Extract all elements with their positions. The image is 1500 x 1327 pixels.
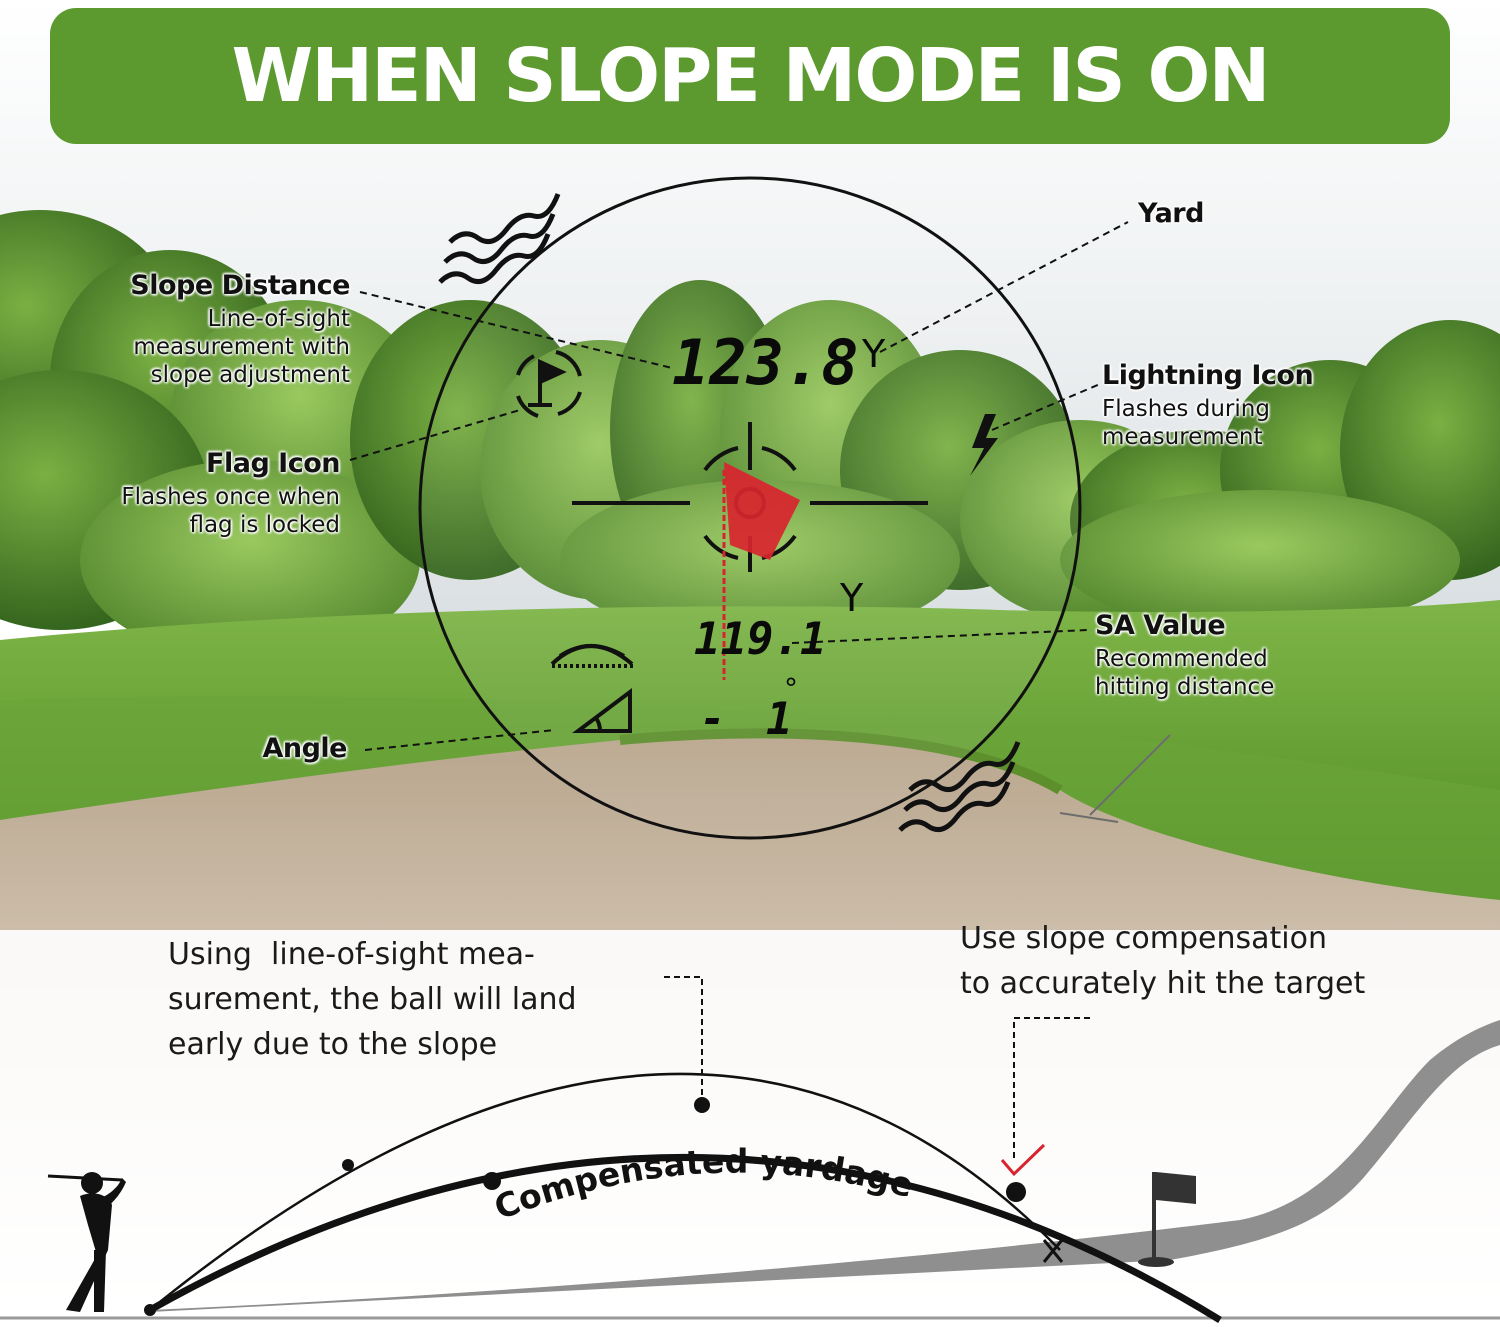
flag-lock-icon bbox=[516, 350, 582, 418]
leader-lines bbox=[349, 221, 1129, 751]
lightning-icon bbox=[970, 414, 998, 476]
slope-distance-unit: Y bbox=[862, 332, 886, 376]
rake bbox=[1059, 734, 1171, 823]
slope-distance-callout: Slope Distance Line-of-sight measurement… bbox=[130, 270, 350, 389]
target-flag bbox=[722, 462, 800, 680]
sa-value-desc: Recommended hitting distance bbox=[1095, 646, 1275, 700]
slope-distance-desc: Line-of-sight measurement with slope adj… bbox=[133, 306, 350, 388]
yard-callout: Yard bbox=[1138, 198, 1204, 230]
title-banner: WHEN SLOPE MODE IS ON bbox=[50, 8, 1450, 144]
hole-flag-icon bbox=[1138, 1172, 1196, 1267]
sa-value-title: SA Value bbox=[1095, 610, 1226, 641]
slope-icon bbox=[550, 644, 634, 668]
line-of-sight-note: Using line-of-sight mea- surement, the b… bbox=[168, 937, 577, 1062]
page-title: WHEN SLOPE MODE IS ON bbox=[231, 33, 1271, 119]
lightning-icon-callout: Lightning Icon Flashes during measuremen… bbox=[1102, 360, 1314, 452]
sa-value-readout: 119.1 bbox=[694, 614, 827, 665]
wind-icon bbox=[438, 193, 1021, 833]
angle-icon bbox=[572, 688, 632, 733]
check-icon bbox=[1000, 1143, 1046, 1177]
slope-distance-readout: 123.8 bbox=[672, 326, 859, 399]
lightning-icon-desc: Flashes during measurement bbox=[1102, 396, 1270, 450]
angle-callout: Angle bbox=[262, 733, 347, 765]
angle-sign: - bbox=[700, 694, 726, 743]
flag-icon-desc: Flashes once when flag is locked bbox=[121, 484, 340, 538]
sa-value-callout: SA Value Recommended hitting distance bbox=[1095, 610, 1274, 702]
flag-icon-callout: Flag Icon Flashes once when flag is lock… bbox=[121, 448, 340, 540]
angle-unit: ° bbox=[784, 672, 798, 705]
lightning-icon-title: Lightning Icon bbox=[1102, 360, 1314, 391]
sa-value-unit: Y bbox=[840, 576, 864, 620]
slope-distance-title: Slope Distance bbox=[130, 270, 350, 301]
yard-title: Yard bbox=[1138, 198, 1204, 229]
golfer-icon bbox=[47, 1172, 126, 1312]
angle-readout: 1 bbox=[766, 694, 793, 745]
angle-title: Angle bbox=[262, 733, 347, 764]
slope-compensation-note: Use slope compensation to accurately hit… bbox=[960, 921, 1366, 1001]
flag-icon-title: Flag Icon bbox=[206, 448, 340, 479]
